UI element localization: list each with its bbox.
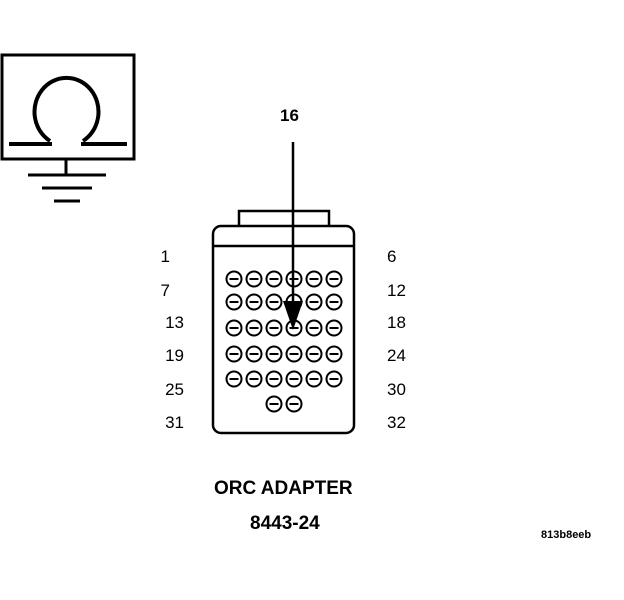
pin-label-left-31: 31 [165, 413, 184, 432]
ground-icon [28, 159, 106, 203]
pin-label-left-25: 25 [165, 380, 184, 399]
adapter-name: ORC ADAPTER [214, 478, 353, 499]
pin-cavity-grid [225, 270, 343, 413]
pin-label-left-19: 19 [165, 346, 184, 365]
probe-arrow [283, 142, 303, 330]
adapter-part-number: 8443-24 [250, 513, 320, 534]
pin-label-right-32: 32 [387, 413, 406, 432]
pin-label-left-7: 7 [160, 281, 170, 300]
pin-label-right-30: 30 [387, 380, 406, 399]
ohmmeter-icon [0, 53, 136, 161]
pin-label-right-12: 12 [387, 281, 406, 300]
pin-label-right-18: 18 [387, 313, 406, 332]
pin-callout: 16 [280, 106, 299, 125]
pin-label-right-24: 24 [387, 346, 406, 365]
pin-label-left-13: 13 [165, 313, 184, 332]
pin-label-right-6: 6 [387, 247, 397, 266]
pin-label-left-1: 1 [160, 247, 170, 266]
figure-code: 813b8eeb [541, 529, 592, 541]
